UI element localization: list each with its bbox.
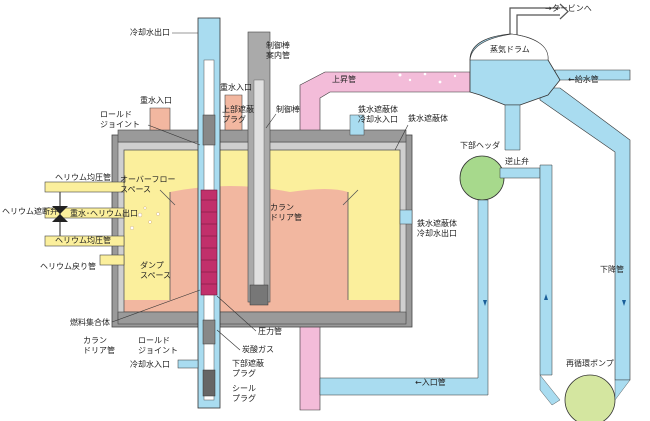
label-to-turbine: →タービンへ: [545, 4, 592, 13]
iron-shield-inlet-pipe: [349, 114, 365, 136]
label-calandria-tube-left-2: ドリア管: [83, 345, 115, 355]
label-seal-plug: シール: [232, 384, 256, 393]
label-helium-equalizer-top: ヘリウム均圧管: [55, 172, 111, 182]
label-calandria-tube-center-2: ドリア管: [270, 212, 302, 222]
heavy-water-inlet-top: [224, 94, 243, 131]
seal-plug: [202, 369, 216, 397]
fuel-assembly: [200, 189, 218, 296]
label-rolled-joint-top-2: ジョイント: [100, 120, 140, 129]
label-downcomer: 下降管: [600, 264, 624, 274]
bubbles: [129, 206, 160, 230]
coolant-inlet-pipe: [177, 359, 199, 369]
label-calandria-tube-center: カラン: [270, 203, 294, 212]
helium-return-pipe: [99, 254, 125, 266]
label-riser: 上昇管: [332, 74, 356, 84]
helium-heavy-water-out-pipe: [44, 207, 125, 219]
label-rolled-joint-bottom-2: ジョイント: [138, 346, 178, 355]
label-dump-space: ダンプ: [140, 260, 164, 270]
label-inlet-pipe: ←入口管: [415, 377, 446, 387]
label-fuel-assembly: 燃料集合体: [70, 317, 110, 327]
label-iron-shield-in-2: 冷却水入口: [358, 114, 398, 124]
label-iron-shield: 鉄水遮蔽体: [408, 113, 448, 123]
label-pressure-tube: 圧力管: [258, 326, 282, 336]
label-lower-header: 下部ヘッダ: [460, 140, 500, 150]
label-calandria-tube-left: カラン: [83, 336, 107, 345]
dump-space-right: [348, 192, 400, 300]
recirculation-pump: [564, 374, 616, 421]
label-dump-space-2: スペース: [140, 271, 171, 280]
helium-equalizer-top-pipe: [44, 181, 125, 193]
helium-equalizer-bottom-pipe: [44, 235, 125, 247]
label-check-valve: 逆止弁: [505, 156, 529, 166]
flow-arrow-down-2: [622, 300, 626, 306]
label-heavy-water-in-left: 重水入口: [140, 95, 172, 105]
label-helium-return: ヘリウム戻り管: [40, 261, 96, 271]
label-overflow-space: オーバーフロー: [120, 175, 175, 184]
label-seal-plug-2: プラグ: [232, 393, 256, 403]
header-feed-pipe: [504, 104, 521, 151]
label-control-rod-guide: 制御棒: [266, 40, 290, 50]
upper-shield-plug: [202, 114, 216, 146]
label-control-rod-guide-2: 案内管: [266, 50, 290, 60]
helium-shutoff-valve: [52, 192, 68, 236]
flow-arrow-up: [544, 294, 548, 300]
header-down-pipe: [319, 199, 489, 396]
header-to-valve-pipe: [499, 167, 541, 179]
label-overflow-space-2: スペース: [120, 185, 151, 194]
label-lower-shield: 下部遮蔽: [232, 358, 264, 368]
iron-shield-outlet-pipe: [399, 209, 413, 225]
label-lower-shield-2: プラグ: [232, 368, 256, 378]
lower-shield-plug: [202, 319, 216, 345]
label-rolled-joint-bottom: ロールド: [138, 336, 170, 345]
valve-to-pump-pipe: [539, 164, 553, 376]
lower-header: [459, 155, 505, 201]
flow-arrow-down: [483, 300, 487, 306]
bottom-lid: [117, 311, 407, 325]
steam-outlet-pipe: [509, 3, 569, 38]
label-iron-shield-in: 鉄水遮蔽体: [358, 104, 398, 114]
downcomer-pipe: [539, 87, 631, 381]
label-feedwater: ←給水管: [568, 74, 599, 84]
label-heavy-water-in-top: 重水入口: [220, 82, 252, 92]
heavy-water-inlet-left: [149, 107, 171, 131]
label-upper-shield: 上部遮蔽: [222, 104, 254, 114]
dump-space: [124, 192, 170, 300]
label-control-rod: 制御棒: [276, 104, 300, 114]
label-steam-drum: 蒸気ドラム: [490, 44, 530, 54]
label-rolled-joint-top: ロールド: [100, 110, 132, 119]
label-iron-shield-out-2: 冷却水出口: [417, 228, 457, 238]
label-co2-gas: 炭酸ガス: [242, 344, 274, 354]
label-coolant-in: 冷却水入口: [130, 359, 170, 369]
label-coolant-out: 冷却水出口: [130, 27, 170, 37]
label-helium-shutoff-valve: ヘリウム遮断弁: [2, 206, 58, 216]
label-upper-shield-2: プラグ: [222, 114, 246, 124]
label-helium-equalizer-bottom: ヘリウム均圧管: [55, 235, 111, 245]
label-heavy-water-helium-out: 重水･ヘリウム出口: [70, 208, 138, 218]
steam-bubbles: [398, 72, 457, 84]
label-iron-shield-out: 鉄水遮蔽体: [417, 218, 457, 228]
label-recirculation-pump: 再循環ポンプ: [566, 358, 614, 368]
